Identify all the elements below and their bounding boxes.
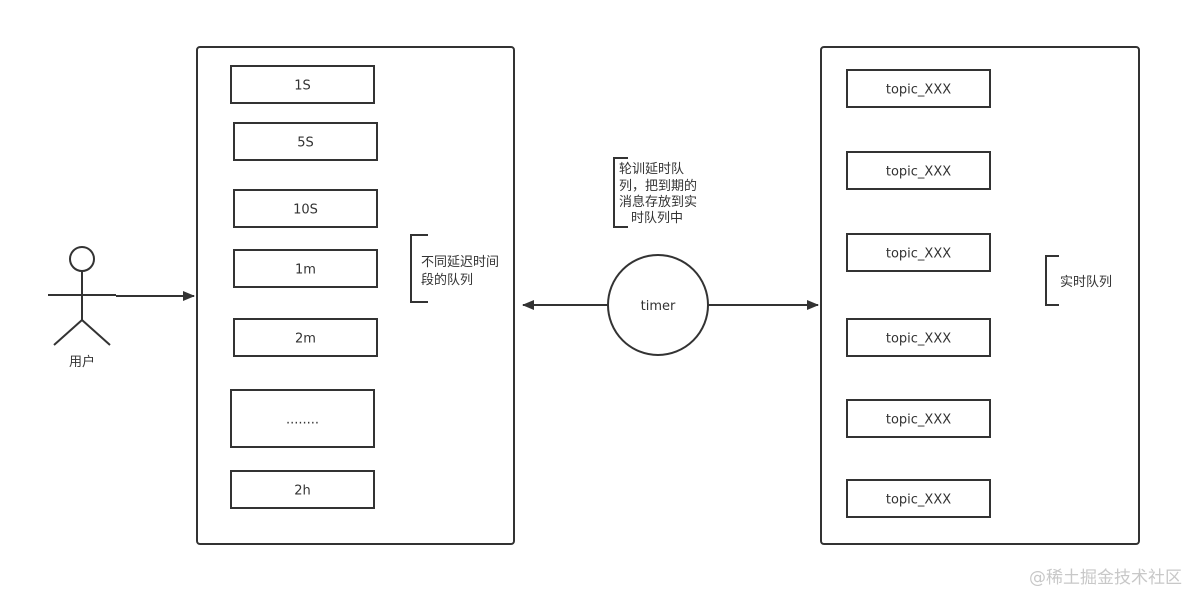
delay-note-line-2: 段的队列 xyxy=(421,272,473,288)
delay-queue-list: 1S 5S 10S 1m 2m........ 2h xyxy=(230,65,378,509)
realtime-queues-container xyxy=(820,46,1140,545)
realtime-queue-item-box xyxy=(846,233,991,272)
actor-left-leg xyxy=(53,319,83,346)
watermark: @稀土掘金技术社区 xyxy=(1029,568,1182,588)
delay-note-line-1: 不同延迟时间 xyxy=(421,255,499,270)
realtime-note-label: 实时队列 xyxy=(1060,275,1112,290)
actor-head xyxy=(69,246,95,272)
realtime-queue-item-box xyxy=(846,479,991,518)
delay-queue-item-box xyxy=(230,389,375,448)
actor-label: 用户 xyxy=(69,354,95,370)
timer-note-bracket xyxy=(613,157,628,228)
timer-node: timer xyxy=(607,254,709,356)
delay-queue-item: 2m xyxy=(233,318,378,357)
timer-note-line-1: 轮训延时队 xyxy=(619,162,684,177)
user-actor: 用户 xyxy=(48,246,116,370)
delay-queue-item-box xyxy=(233,122,378,161)
delay-queue-item-label: 10S xyxy=(293,203,318,218)
realtime-queue-item: topic_XXX xyxy=(846,233,991,272)
delay-queue-item-label: 2h xyxy=(294,484,311,499)
delay-queue-item: 2h xyxy=(230,470,375,509)
timer-label: timer xyxy=(641,299,676,314)
realtime-queue-item-box xyxy=(846,399,991,438)
realtime-queue-item-box xyxy=(846,69,991,108)
delay-queue-item-box xyxy=(233,249,378,288)
delay-queue-item: 5S xyxy=(233,122,378,161)
realtime-queue-list: topic_XXXtopic_XXXtopic_XXXtopic_XXXtopi… xyxy=(846,69,991,518)
realtime-queue-item-label: topic_XXX xyxy=(886,83,951,98)
delay-queue-item: 1m xyxy=(233,249,378,288)
realtime-queue-item: topic_XXX xyxy=(846,151,991,190)
delay-queue-item-box xyxy=(230,65,375,104)
delay-queue-item-box xyxy=(233,318,378,357)
realtime-queue-item-label: topic_XXX xyxy=(886,493,951,508)
timer-note: 轮训延时队 列，把到期的 消息存放到实 时队列中 xyxy=(613,157,697,228)
timer-note-line-2: 列，把到期的 xyxy=(619,178,697,194)
realtime-queue-item-label: topic_XXX xyxy=(886,413,951,428)
realtime-queue-item-label: topic_XXX xyxy=(886,332,951,347)
delay-queue-item-label: 5S xyxy=(297,136,314,151)
actor-right-leg xyxy=(81,319,111,346)
timer-note-line-4: 时队列中 xyxy=(631,211,683,226)
delay-queues-note: 不同延迟时间 段的队列 xyxy=(410,234,499,303)
delay-queue-item-label: 1m xyxy=(295,263,316,278)
realtime-queue-item: topic_XXX xyxy=(846,69,991,108)
realtime-queue-item-label: topic_XXX xyxy=(886,247,951,262)
delay-queues-container xyxy=(196,46,515,545)
realtime-note-bracket xyxy=(1045,255,1059,306)
realtime-queue-item-label: topic_XXX xyxy=(886,165,951,180)
realtime-queue-item: topic_XXX xyxy=(846,399,991,438)
delay-queue-item-label: 2m xyxy=(295,332,316,347)
realtime-queues-note: 实时队列 xyxy=(1045,255,1112,306)
realtime-queue-item: topic_XXX xyxy=(846,318,991,357)
delay-queue-item-label: 1S xyxy=(294,79,311,94)
delay-queue-item: 1S xyxy=(230,65,375,104)
delay-queue-item-box xyxy=(230,470,375,509)
delay-queue-item-box xyxy=(233,189,378,228)
delay-queue-item: 10S xyxy=(233,189,378,228)
realtime-queue-item: topic_XXX xyxy=(846,479,991,518)
delay-queue-item: ........ xyxy=(230,389,375,448)
realtime-queue-item-box xyxy=(846,318,991,357)
delay-note-bracket xyxy=(410,234,428,303)
timer-note-line-3: 消息存放到实 xyxy=(619,194,697,210)
realtime-queue-item-box xyxy=(846,151,991,190)
delay-queue-item-label: ........ xyxy=(286,413,319,428)
